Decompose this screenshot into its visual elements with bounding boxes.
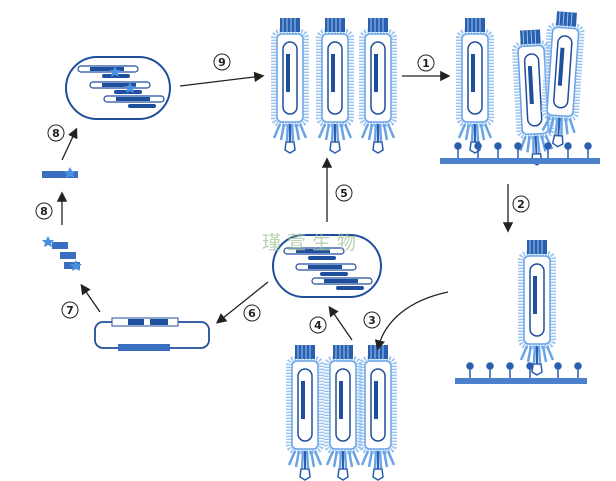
step-9-label: 9 [213,53,231,71]
target-surface-1 [440,142,600,164]
svg-text:4: 4 [314,319,322,332]
step-8-label-upper: 8 [47,124,65,142]
expressing-bacterium [65,56,171,120]
arrows [56,70,514,351]
phage [362,345,394,480]
phage [459,18,491,153]
step-5-label: 5 [335,184,353,202]
svg-text:3: 3 [368,314,376,327]
step-8-label-lower: 8 [35,202,53,220]
phage [327,345,359,480]
phage [289,345,321,480]
plasmid-vector [94,317,210,351]
step-6-label: 6 [243,304,261,322]
phage [362,18,394,153]
step-1-label: 1 [417,54,435,72]
phage [319,18,351,153]
step-3-label: 3 [363,311,381,329]
svg-text:8: 8 [40,205,48,218]
svg-text:2: 2 [517,198,525,211]
bound-phage [521,240,553,375]
step-4-label: 4 [309,316,327,334]
step-7-label: 7 [61,301,79,319]
step-2-label: 2 [512,195,530,213]
svg-text:1: 1 [422,57,430,70]
svg-text:6: 6 [248,307,256,320]
antibody-gene-fragments [42,236,82,271]
infected-bacterium [272,234,382,298]
target-surface-2 [455,362,587,384]
fused-gene [42,167,78,178]
phage [274,18,306,153]
svg-text:9: 9 [218,56,226,69]
svg-text:8: 8 [52,127,60,140]
svg-text:5: 5 [340,187,348,200]
watermark: 瑾萱生物 [262,232,363,254]
svg-text:7: 7 [66,304,74,317]
